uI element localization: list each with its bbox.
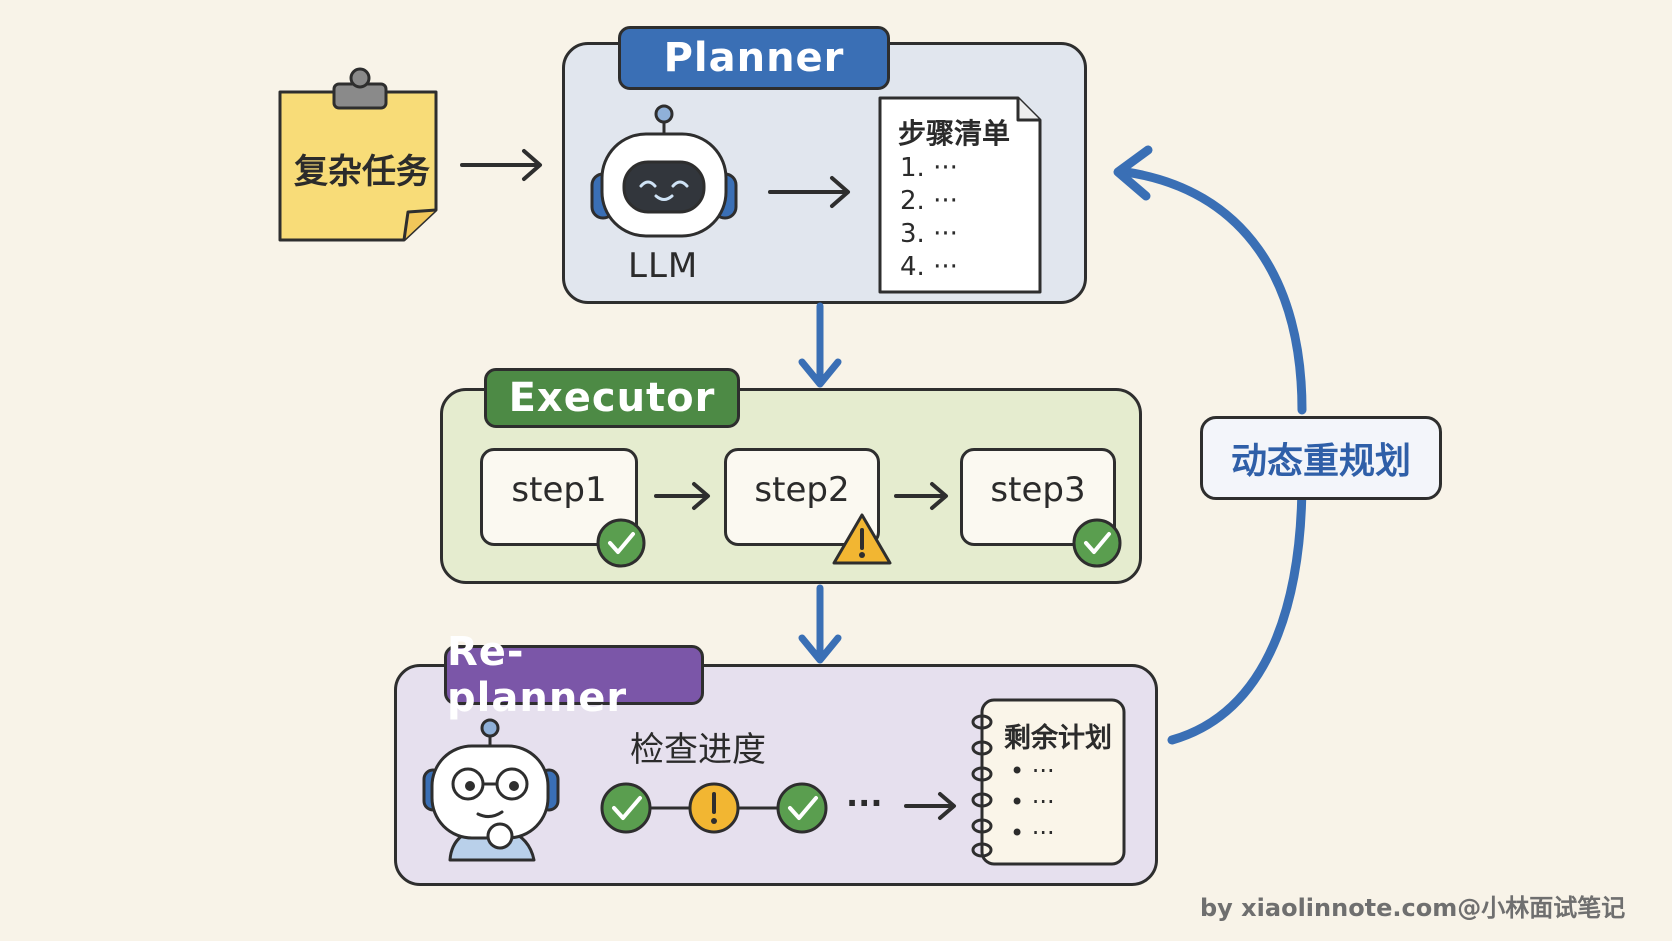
dynamic-replanning-label: 动态重规划 xyxy=(1200,416,1442,500)
step-list-item: 2. ··· xyxy=(900,186,958,216)
step-list-item: 3. ··· xyxy=(900,219,958,249)
remaining-plan-item: • ··· xyxy=(1010,819,1055,847)
progress-check-icon-2 xyxy=(776,782,828,834)
progress-warning-icon xyxy=(688,782,740,834)
step1-label: step1 xyxy=(511,470,607,510)
task-to-planner-arrow xyxy=(460,149,542,181)
task-note-icon xyxy=(278,67,438,242)
llm-label: LLM xyxy=(628,246,699,286)
remaining-plan-item: • ··· xyxy=(1010,757,1055,785)
watermark: by xiaolinnote.com@小林面试笔记 xyxy=(1200,894,1626,922)
progress-to-notebook-arrow xyxy=(904,792,956,820)
planner-title: Planner xyxy=(618,26,890,90)
remaining-plan-item: • ··· xyxy=(1010,788,1055,816)
step-list-item: 4. ··· xyxy=(900,252,958,282)
progress-ellipsis: ··· xyxy=(846,784,883,822)
llm-robot-icon xyxy=(590,104,738,238)
step-list-items: 1. ··· 2. ··· 3. ··· 4. ··· xyxy=(900,152,958,284)
check-icon xyxy=(1072,518,1122,568)
planner-to-executor-arrow xyxy=(798,302,842,388)
step-list-item: 1. ··· xyxy=(900,153,958,183)
step3-label: step3 xyxy=(990,470,1086,510)
remaining-plan-title: 剩余计划 xyxy=(1004,723,1112,754)
step-list-title: 步骤清单 xyxy=(898,117,1011,150)
warning-icon xyxy=(832,513,892,565)
remaining-plan-items: • ··· • ··· • ··· xyxy=(1010,756,1055,849)
executor-title: Executor xyxy=(484,368,740,428)
step-list-document-icon xyxy=(878,96,1042,294)
executor-to-replanner-arrow xyxy=(798,584,842,664)
thinking-robot-icon xyxy=(422,718,560,862)
remaining-plan-notebook-icon xyxy=(971,698,1126,866)
task-label: 复杂任务 xyxy=(294,152,430,192)
robot-to-list-arrow xyxy=(768,176,850,208)
check-icon xyxy=(596,518,646,568)
step2-label: step2 xyxy=(754,470,850,510)
progress-track xyxy=(600,782,956,834)
step1-to-step2-arrow xyxy=(654,482,710,510)
dynamic-replanning-arrow xyxy=(1113,145,1307,745)
progress-check-label: 检查进度 xyxy=(630,730,766,770)
step2-to-step3-arrow xyxy=(894,482,948,510)
progress-check-icon-1 xyxy=(600,782,652,834)
